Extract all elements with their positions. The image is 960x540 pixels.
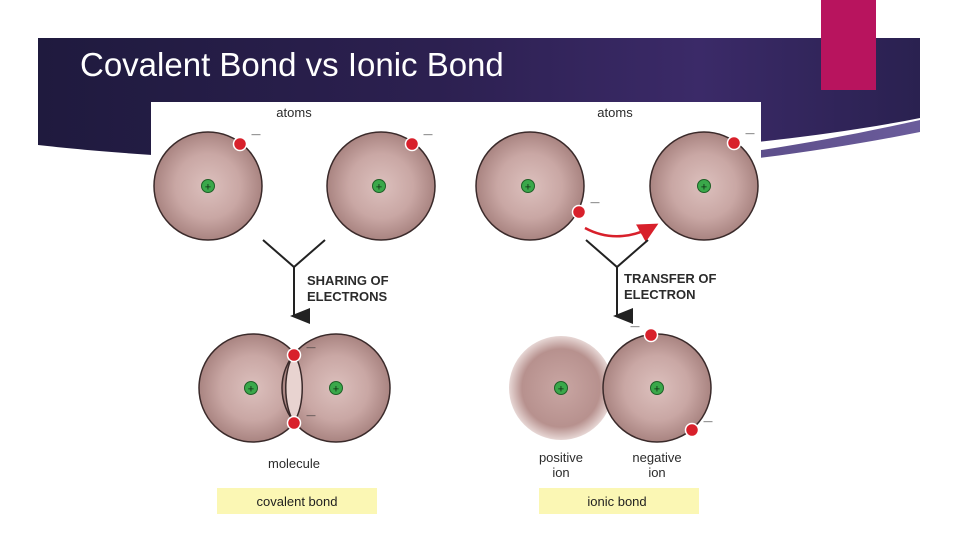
electron-charge: — xyxy=(252,129,261,139)
bond-diagram: atoms + — + — SHARING OF ELECTRONS xyxy=(151,102,761,526)
covalent-molecule: + + — — xyxy=(198,333,391,443)
negative-ion: + — — xyxy=(602,321,713,443)
electron xyxy=(404,136,420,152)
nucleus xyxy=(554,381,568,395)
covalent-merge-arrow xyxy=(262,239,326,324)
ionic-caption-box xyxy=(539,488,699,514)
ionic-atom-right: + — xyxy=(649,128,759,241)
electron-charge: — xyxy=(307,342,316,352)
electron xyxy=(684,422,700,438)
covalent-caption-box xyxy=(217,488,377,514)
nucleus xyxy=(521,179,535,193)
nucleus xyxy=(244,381,258,395)
nucleus xyxy=(697,179,711,193)
electron xyxy=(726,135,742,151)
negative-ion-label-line1: negative xyxy=(632,450,681,465)
covalent-process-line1: SHARING OF xyxy=(307,273,389,288)
electron-charge: — xyxy=(704,416,713,426)
ionic-process-line1: TRANSFER OF xyxy=(624,271,717,286)
covalent-atom-left: + — xyxy=(153,129,263,241)
nucleus-charge: + xyxy=(248,384,254,396)
covalent-panel: atoms + — + — SHARING OF ELECTRONS xyxy=(153,105,436,514)
ionic-atom-left: + — xyxy=(475,131,600,241)
nucleus-charge: + xyxy=(376,182,382,194)
positive-ion-label-line1: positive xyxy=(539,450,583,465)
nucleus xyxy=(329,381,343,395)
electron-charge: — xyxy=(631,321,640,331)
electron-charge: — xyxy=(591,197,600,207)
covalent-caption: covalent bond xyxy=(257,494,338,509)
ionic-panel: atoms + — + — TRANSFER OF ELECTRON + xyxy=(475,105,759,514)
electron-transfer-arrow xyxy=(584,223,659,243)
covalent-atom-right: + — xyxy=(326,129,436,241)
nucleus-charge: + xyxy=(701,182,707,194)
ionic-atoms-label: atoms xyxy=(597,105,633,120)
electron xyxy=(571,204,587,220)
accent-bar xyxy=(821,0,876,90)
shared-electron xyxy=(286,415,302,431)
electron xyxy=(643,327,659,343)
electron-charge: — xyxy=(424,129,433,139)
positive-ion: + xyxy=(509,336,613,440)
shared-electron xyxy=(286,347,302,363)
negative-ion-label-line2: ion xyxy=(648,465,665,480)
covalent-process-line2: ELECTRONS xyxy=(307,289,388,304)
covalent-atoms-label: atoms xyxy=(276,105,312,120)
nucleus xyxy=(650,381,664,395)
nucleus-charge: + xyxy=(558,384,564,396)
ionic-process-line2: ELECTRON xyxy=(624,287,696,302)
covalent-result-label: molecule xyxy=(268,456,320,471)
ionic-merge-arrow xyxy=(585,239,649,324)
positive-ion-label-line2: ion xyxy=(552,465,569,480)
nucleus-charge: + xyxy=(654,384,660,396)
ionic-caption: ionic bond xyxy=(587,494,646,509)
nucleus-charge: + xyxy=(333,384,339,396)
electron-charge: — xyxy=(307,410,316,420)
slide-title: Covalent Bond vs Ionic Bond xyxy=(80,46,504,83)
nucleus xyxy=(201,179,215,193)
electron-charge: — xyxy=(746,128,755,138)
nucleus-charge: + xyxy=(205,182,211,194)
nucleus xyxy=(372,179,386,193)
electron xyxy=(232,136,248,152)
nucleus-charge: + xyxy=(525,182,531,194)
